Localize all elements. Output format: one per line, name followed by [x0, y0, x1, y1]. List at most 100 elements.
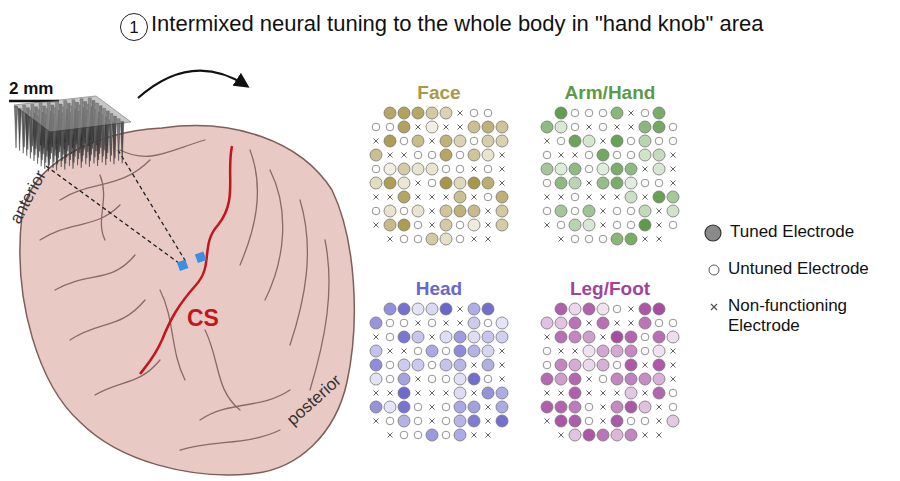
dead-electrode [374, 335, 379, 340]
tuned-electrode [468, 177, 480, 189]
tuned-electrode [440, 359, 452, 371]
dead-electrode [388, 237, 393, 242]
tuned-electrode [398, 191, 410, 203]
dead-electrode [416, 195, 421, 200]
untuned-electrode [613, 361, 621, 369]
tuned-electrode [468, 205, 480, 217]
dead-electrode [416, 391, 421, 396]
untuned-electrode [599, 109, 607, 117]
tuned-electrode [625, 233, 637, 245]
untuned-electrode [456, 235, 464, 243]
dead-electrode [472, 167, 477, 172]
tuned-electrode [398, 219, 410, 231]
untuned-electrode [613, 207, 621, 215]
tuned-electrode [370, 401, 382, 413]
dead-electrode [472, 363, 477, 368]
tuned-electrode [496, 191, 508, 203]
tuned-electrode [569, 317, 581, 329]
brain-outline [20, 126, 354, 475]
tuned-electrode [454, 387, 466, 399]
untuned-electrode [571, 109, 579, 117]
dead-electrode [587, 391, 592, 396]
tuned-electrode [639, 303, 651, 315]
untuned-electrode [470, 109, 478, 117]
tuned-electrode [597, 149, 609, 161]
tuned-electrode [454, 331, 466, 343]
dead-electrode [587, 125, 592, 130]
untuned-electrode [428, 375, 436, 383]
dead-electrode [615, 391, 620, 396]
untuned-electrode [543, 361, 551, 369]
tuned-electrode [426, 107, 438, 119]
tuned-electrode [496, 387, 508, 399]
tuned-electrode [555, 177, 567, 189]
tuned-electrode [454, 191, 466, 203]
tuned-electrode [496, 205, 508, 217]
dead-electrode [416, 377, 421, 382]
tuned-electrode [639, 135, 651, 147]
tuned-electrode [555, 401, 567, 413]
tuned-electrode [555, 373, 567, 385]
untuned-electrode [386, 319, 394, 327]
tuned-electrode [569, 163, 581, 175]
electrode-array [14, 96, 131, 171]
tuned-electrode [653, 107, 665, 119]
dead-electrode [601, 391, 606, 396]
tuned-electrode [541, 373, 553, 385]
tuned-electrode [611, 107, 623, 119]
dead-electrode [402, 349, 407, 354]
untuned-electrode [655, 137, 663, 145]
tuned-electrode [541, 317, 553, 329]
untuned-electrode [627, 151, 635, 159]
tuned-electrode [398, 121, 410, 133]
tuned-electrode [398, 387, 410, 399]
untuned-electrode [655, 319, 663, 327]
tuned-electrode [583, 205, 595, 217]
label: Arm/Hand [565, 82, 656, 104]
untuned-electrode [386, 417, 394, 425]
tuned-electrode [398, 331, 410, 343]
untuned-electrode [414, 235, 422, 243]
tuned-electrode [653, 345, 665, 357]
tuned-electrode [482, 135, 494, 147]
untuned-electrode [400, 431, 408, 439]
dead-electrode [643, 433, 648, 438]
brain-gyri [40, 140, 329, 450]
untuned-electrode [442, 165, 450, 173]
tuned-electrode [555, 331, 567, 343]
tuned-electrode [639, 121, 651, 133]
untuned-electrode [428, 151, 436, 159]
untuned-electrode [442, 417, 450, 425]
untuned-electrode [641, 333, 649, 341]
untuned-electrode [456, 221, 464, 229]
dead-electrode [486, 209, 491, 214]
untuned-electrode [484, 109, 492, 117]
implant-site [195, 252, 207, 264]
tuned-electrode [384, 401, 396, 413]
label: CS [187, 305, 219, 331]
tuned-electrode [440, 233, 452, 245]
dead-electrode [671, 363, 676, 368]
untuned-electrode [484, 193, 492, 201]
untuned-electrode [599, 123, 607, 131]
tuned-electrode [482, 331, 494, 343]
dead-electrode [671, 181, 676, 186]
dead-electrode [629, 307, 634, 312]
tuned-electrode [426, 233, 438, 245]
dead-electrode [374, 419, 379, 424]
central-sulcus [140, 146, 232, 374]
tuned-electrode [454, 415, 466, 427]
tuned-electrode [454, 345, 466, 357]
tuned-electrode [667, 205, 679, 217]
untuned-electrode [585, 403, 593, 411]
untuned-electrode [456, 151, 464, 159]
tuned-electrode [384, 219, 396, 231]
tuned-electrode [370, 177, 382, 189]
tuned-electrode [583, 331, 595, 343]
tuned-electrode [384, 177, 396, 189]
tuned-electrode [468, 401, 480, 413]
dead-electrode [587, 377, 592, 382]
tuned-electrode [398, 303, 410, 315]
dead-electrode [545, 223, 550, 228]
dead-electrode [601, 139, 606, 144]
